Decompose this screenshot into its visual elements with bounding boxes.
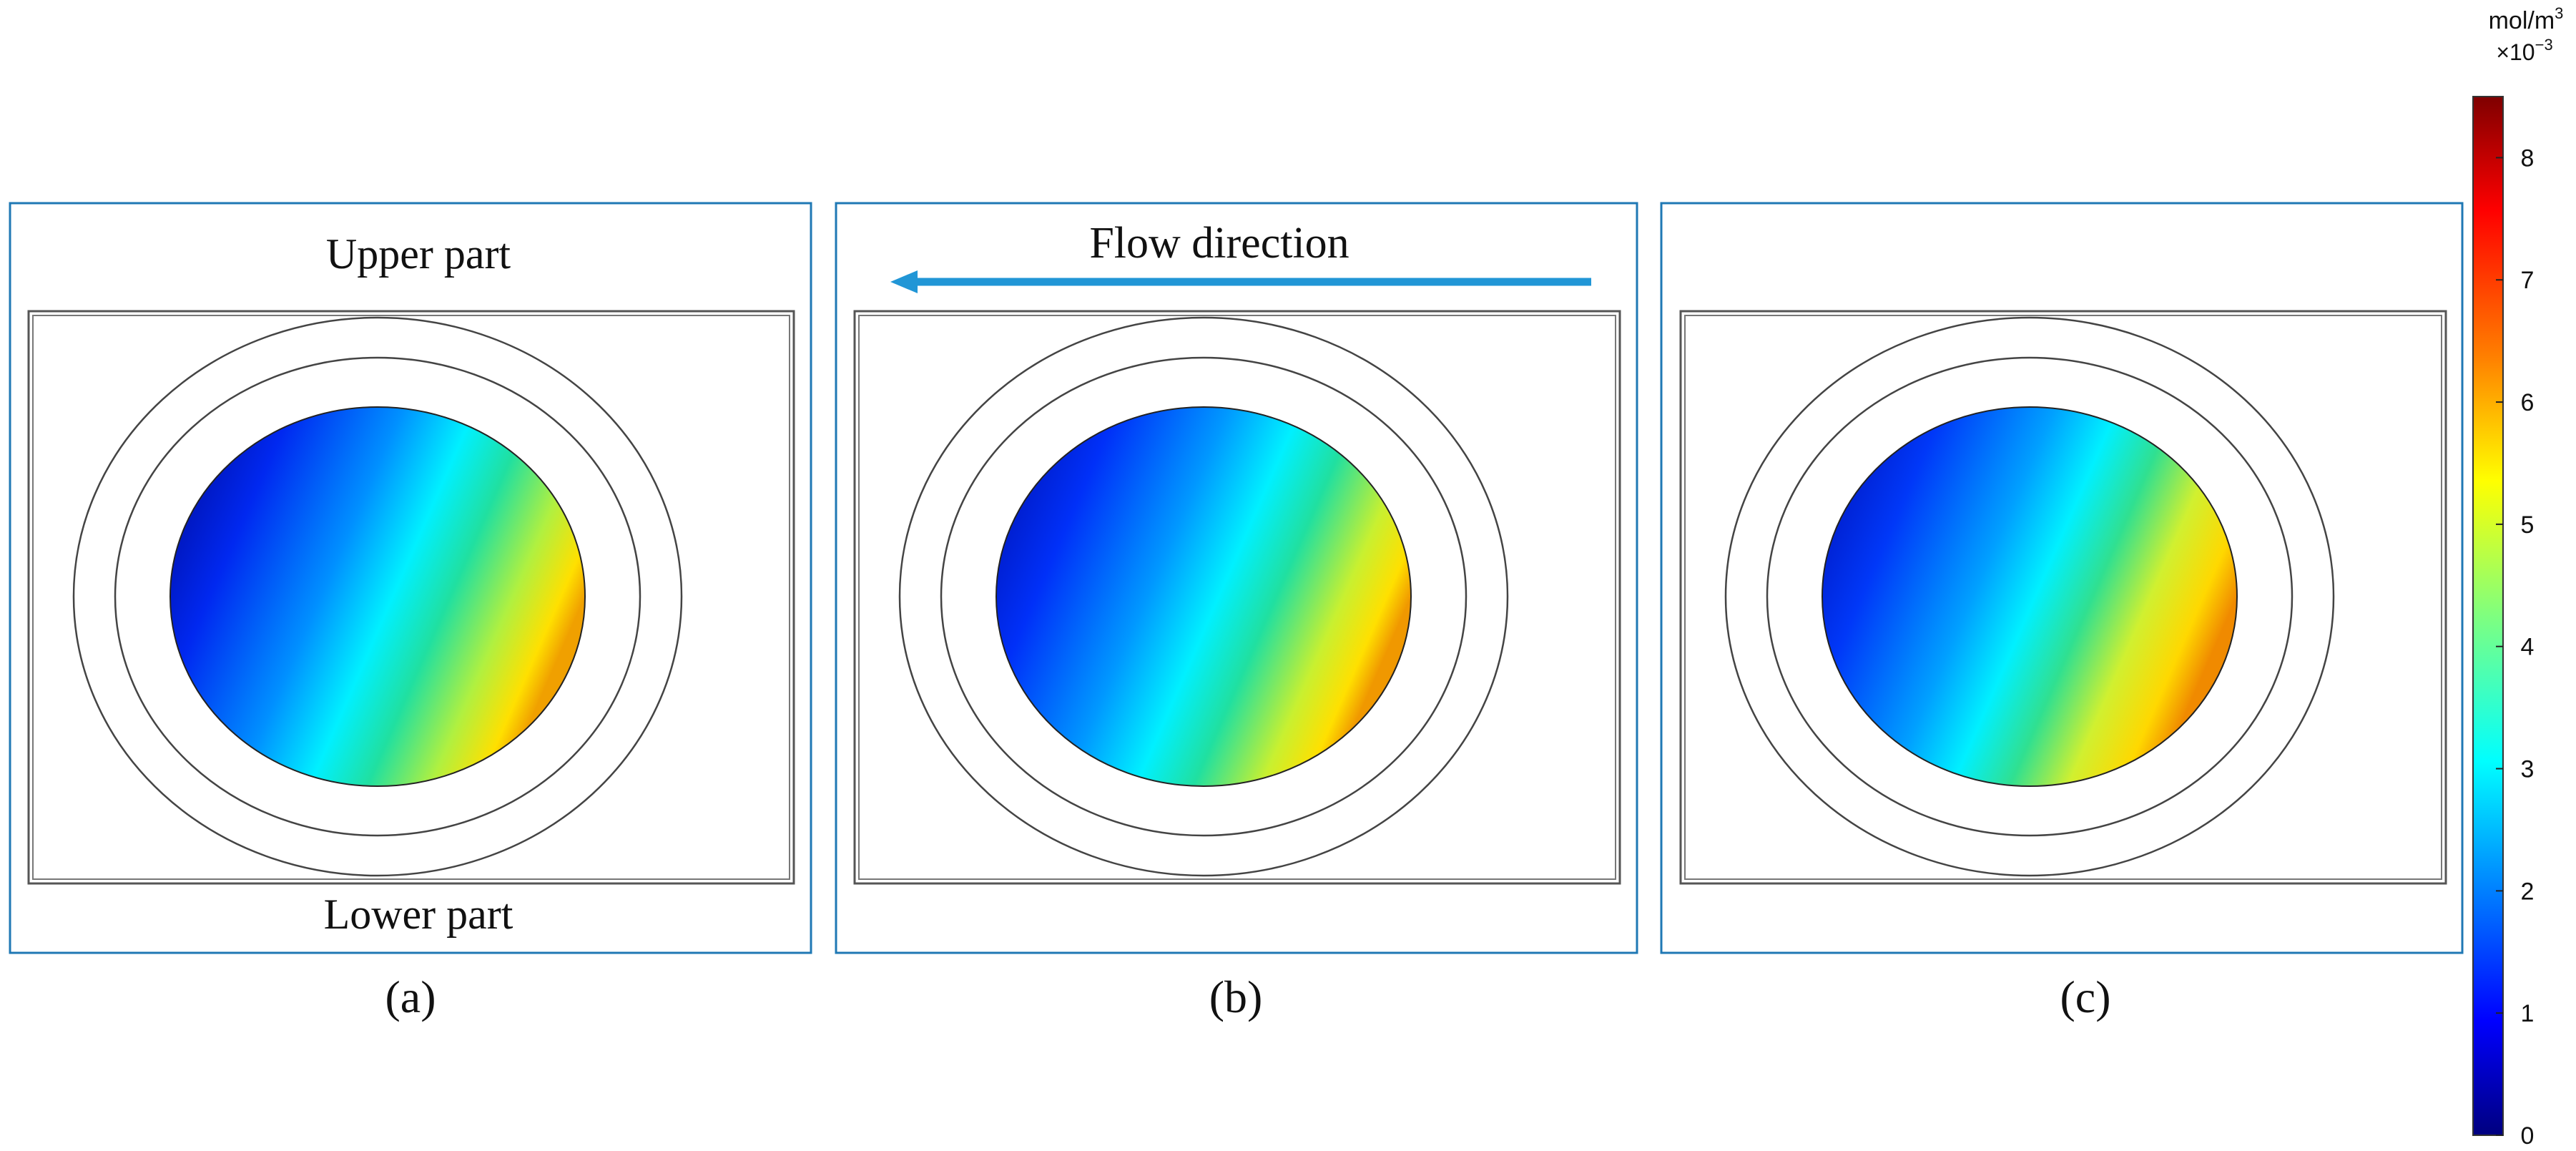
panel-b-caption: (b) xyxy=(1209,971,1263,1022)
flow-direction-label: Flow direction xyxy=(1089,219,1349,268)
panel-c-inner-ring xyxy=(1766,356,2294,837)
panel-b-domain-outer xyxy=(853,310,1621,885)
colorbar-scale: ×10−3 xyxy=(2496,36,2552,65)
colorbar-tick-label: 7 xyxy=(2521,267,2535,294)
panel-b: Flow direction (b) xyxy=(835,202,1638,1022)
colorbar-tick-label: 2 xyxy=(2521,878,2535,905)
panel-a-border xyxy=(9,202,812,954)
colorbar-tick-label: 4 xyxy=(2521,634,2535,661)
panel-c-outer-ring xyxy=(1724,316,2335,877)
panel-b-domain-inner xyxy=(858,315,1616,880)
panel-a: Upper part Lower part (a) xyxy=(9,202,812,1022)
panel-b-inner-ring xyxy=(940,356,1468,837)
panel-c-domain-inner xyxy=(1684,315,2442,880)
panel-c-domain-outer xyxy=(1679,310,2447,885)
colorbar-unit: mol/m3 xyxy=(2489,4,2564,34)
colorbar-tick-label: 3 xyxy=(2521,756,2535,783)
colorbar-ticks: 8 7 6 5 4 3 2 1 0 xyxy=(2496,145,2534,1150)
upper-part-label: Upper part xyxy=(326,230,511,278)
colorbar-tick-label: 1 xyxy=(2521,1000,2535,1027)
panel-a-caption: (a) xyxy=(385,971,436,1022)
lower-part-label: Lower part xyxy=(324,891,513,938)
colorbar-tick-label: 8 xyxy=(2521,145,2535,172)
colorbar-gradient xyxy=(2472,96,2504,1136)
panel-a-concentration-field xyxy=(169,406,586,787)
panel-b-concentration-field xyxy=(996,406,1412,787)
flow-direction-arrow xyxy=(890,270,1591,293)
panel-c-caption: (c) xyxy=(2060,971,2110,1022)
panel-a-domain-inner xyxy=(32,315,790,880)
panel-b-outer-ring xyxy=(898,316,1509,877)
panel-c: (c) xyxy=(1660,202,2464,1022)
panel-c-border xyxy=(1660,202,2464,954)
panel-b-border xyxy=(835,202,1638,954)
colorbar-tick-label: 5 xyxy=(2521,511,2535,539)
panel-a-domain-outer xyxy=(27,310,795,885)
panel-a-outer-ring xyxy=(72,316,683,877)
colorbar-tick-label: 0 xyxy=(2521,1122,2535,1150)
panel-c-concentration-field xyxy=(1822,406,2238,787)
colorbar-tick-label: 6 xyxy=(2521,389,2535,416)
panel-a-inner-ring xyxy=(114,356,641,837)
colorbar: mol/m3 ×10−3 8 7 6 5 4 3 2 1 0 xyxy=(2472,4,2564,1150)
